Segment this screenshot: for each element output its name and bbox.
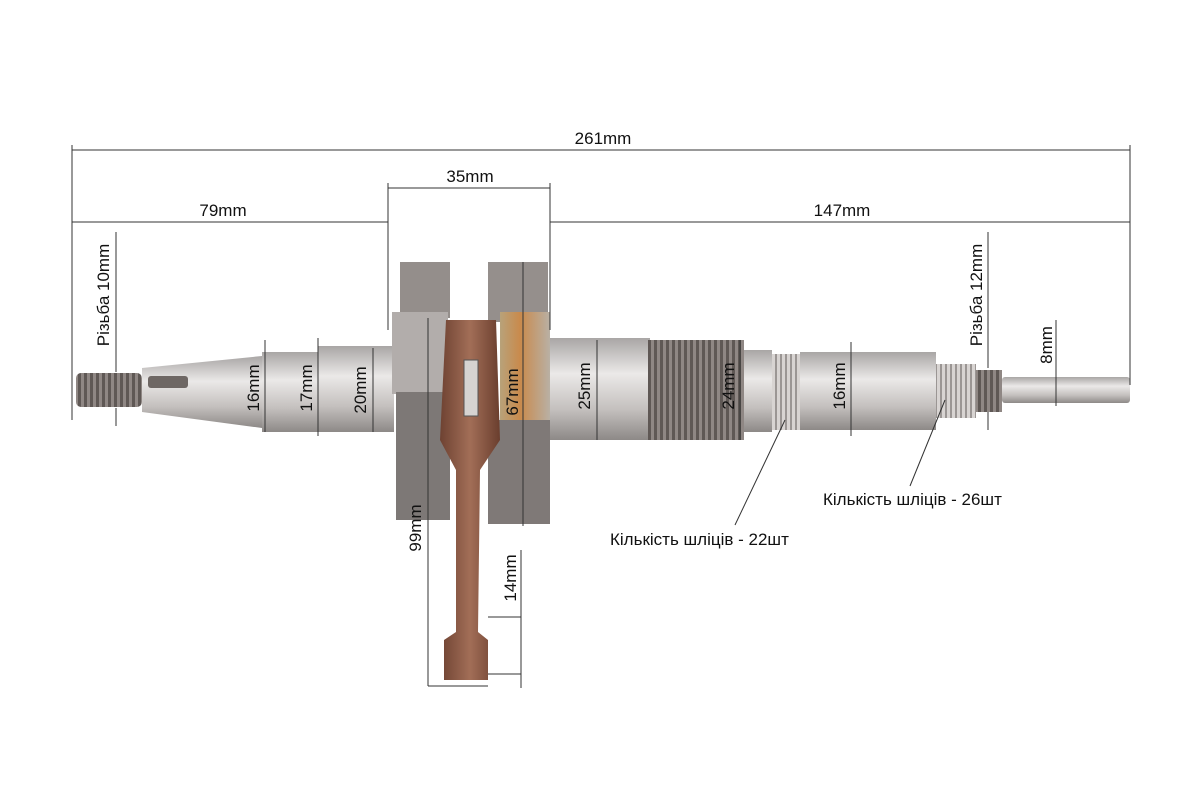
diameter-24-label: 24mm bbox=[719, 362, 738, 409]
left-web bbox=[392, 312, 448, 394]
right-shaft-16 bbox=[800, 352, 936, 430]
needle-bearing bbox=[463, 359, 479, 417]
left-web-top bbox=[400, 262, 450, 318]
left-tapered-shaft bbox=[142, 356, 262, 428]
right-shaft-25 bbox=[550, 338, 650, 440]
connecting-rod bbox=[440, 320, 500, 680]
splines-22 bbox=[772, 354, 800, 430]
small-end-label: 14mm bbox=[501, 554, 520, 601]
web-height-label: 67mm bbox=[503, 368, 522, 415]
diameter-16-right-label: 16mm bbox=[830, 362, 849, 409]
diameter-25-label: 25mm bbox=[575, 362, 594, 409]
diameter-20-label: 20mm bbox=[351, 366, 370, 413]
right-thread-label: Різьба 12mm bbox=[967, 244, 986, 347]
keyway bbox=[148, 376, 188, 388]
right-thread-end bbox=[976, 370, 1002, 412]
bronze-bushing bbox=[500, 312, 550, 424]
left-web-bottom bbox=[396, 392, 450, 520]
left-shaft-length-label: 79mm bbox=[199, 201, 246, 220]
left-shaft-20 bbox=[318, 346, 394, 432]
diameter-8-label: 8mm bbox=[1037, 326, 1056, 364]
diameter-16-left-label: 16mm bbox=[244, 364, 263, 411]
crank-width-label: 35mm bbox=[446, 167, 493, 186]
rod-length-label: 99mm bbox=[406, 504, 425, 551]
horizontal-dimensions bbox=[71, 145, 1131, 420]
splines-26 bbox=[936, 364, 976, 418]
splines-22-label: Кількість шліців - 22шт bbox=[610, 530, 789, 549]
right-shaft-length-label: 147mm bbox=[814, 201, 871, 220]
right-shaft-step bbox=[744, 350, 772, 432]
crankshaft-photo bbox=[76, 262, 1130, 680]
splines-26-label: Кількість шліців - 26шт bbox=[823, 490, 1002, 509]
right-thread-24 bbox=[648, 340, 744, 440]
left-shaft-17 bbox=[262, 352, 318, 432]
diameter-17-label: 17mm bbox=[297, 364, 316, 411]
vertical-dimensions bbox=[115, 232, 1057, 688]
left-thread-label: Різьба 10mm bbox=[94, 244, 113, 347]
left-thread-end bbox=[76, 373, 142, 407]
total-length-label: 261mm bbox=[575, 129, 632, 148]
right-pin-8 bbox=[1002, 377, 1130, 403]
